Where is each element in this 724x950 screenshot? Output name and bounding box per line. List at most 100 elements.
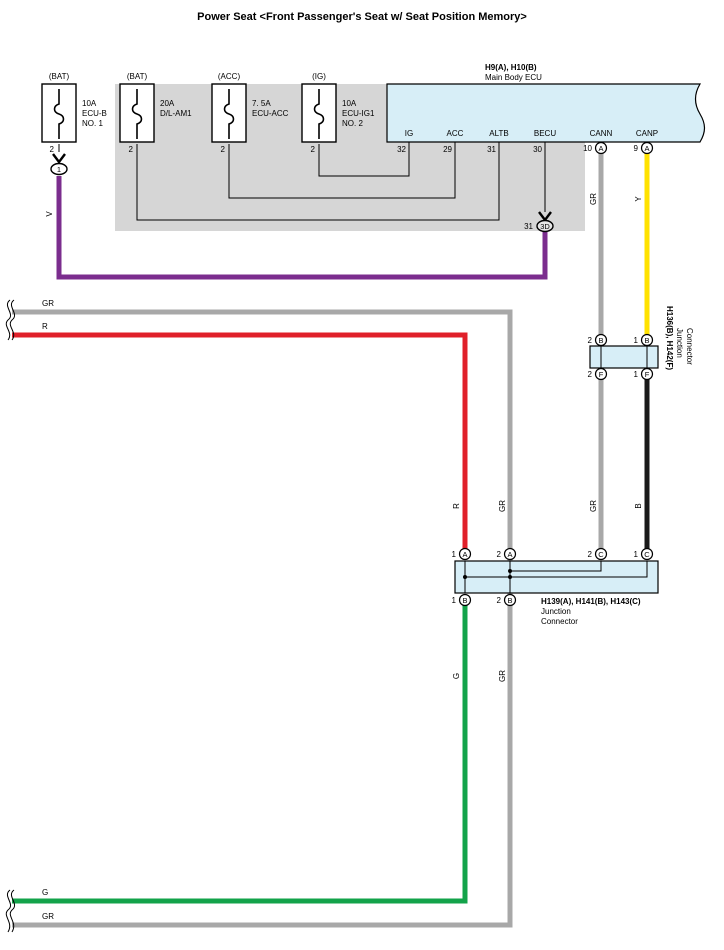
fuse-name-2: NO. 2 <box>342 119 363 128</box>
conn-letter: B <box>507 596 512 605</box>
conn-letter: B <box>462 596 467 605</box>
pin-number: 2 <box>588 370 593 379</box>
ecu-internal-wires <box>58 142 546 221</box>
ecu-pin-becu: 30 <box>533 145 542 154</box>
conn-letter: F <box>599 370 604 379</box>
wire-label-y-canp: Y <box>634 196 643 202</box>
diagram-title: Power Seat <Front Passenger's Seat w/ Se… <box>197 11 527 23</box>
conn-letter: B <box>644 336 649 345</box>
pin-number: 2 <box>497 596 502 605</box>
fuse-source: (BAT) <box>49 72 70 81</box>
wire-gr-top <box>12 309 513 928</box>
conn-letter: A <box>644 144 649 153</box>
fuse-name: D/L-AM1 <box>160 109 192 118</box>
fuse-source: (IG) <box>312 72 326 81</box>
fuse-pin: 2 <box>311 145 316 154</box>
junction-name: Junction <box>675 328 684 358</box>
fuse-rating: 10A <box>82 99 97 108</box>
wire-altb <box>136 142 500 221</box>
fuse-rating: 10A <box>342 99 357 108</box>
wire-label-gr-mid1: GR <box>498 500 507 512</box>
wire-acc <box>228 142 456 199</box>
pin-number: 1 <box>452 550 457 559</box>
pin-number: 2 <box>497 550 502 559</box>
fuse-pin: 2 <box>50 145 55 154</box>
splice-pin: 31 <box>524 222 533 231</box>
ecu-terminal-altb: ALTB <box>489 129 508 138</box>
fuse-source: (BAT) <box>127 72 148 81</box>
fuse-source: (ACC) <box>218 72 241 81</box>
wire-color-labels: V GR R GR Y R GR GR B G GR G GR <box>42 193 643 921</box>
wire-label-gr-mid2: GR <box>589 500 598 512</box>
junction-name-2: Connector <box>685 328 694 365</box>
ecu-terminal-canp: CANP <box>636 129 658 138</box>
ecu-can-connectors: A A <box>594 141 654 155</box>
wire-label-gr-cann: GR <box>589 193 598 205</box>
fuse-pin: 2 <box>221 145 226 154</box>
fuse-icon <box>131 89 143 139</box>
fuse-rating: 7. 5A <box>252 99 271 108</box>
fuse-name: ECU-ACC <box>252 109 289 118</box>
ecu-pin-canp: 9 <box>634 144 639 153</box>
ecu-terminal-cann: CANN <box>590 129 613 138</box>
conn-letter: F <box>645 370 650 379</box>
pin-number: 1 <box>452 596 457 605</box>
conn-letter: B <box>598 336 603 345</box>
pin-number: 2 <box>588 550 593 559</box>
splice-label: 1 <box>57 165 61 174</box>
connector-arrow-icon <box>52 153 66 164</box>
pin-number: 1 <box>634 370 639 379</box>
wire-ig <box>318 142 410 177</box>
wire-break-marks <box>5 299 16 933</box>
wire-label-b-mid: B <box>634 503 643 508</box>
ecu-pin-acc: 29 <box>443 145 452 154</box>
pin-number: 1 <box>634 550 639 559</box>
fuse-icon <box>313 89 325 139</box>
wire-r-top <box>12 332 468 554</box>
junction-name-2: Connector <box>541 617 578 626</box>
main-body-ecu: H9(A), H10(B) Main Body ECU IG ACC ALTB … <box>386 63 706 154</box>
ecu-terminal-ig: IG <box>405 129 413 138</box>
wire-label-gr-low: GR <box>498 670 507 682</box>
ecu-name: Main Body ECU <box>485 73 542 82</box>
fuse-d-l-am1: (BAT) 20A D/L-AM1 2 <box>119 72 192 154</box>
conn-letter: C <box>598 550 604 559</box>
ecu-pin-altb: 31 <box>487 145 496 154</box>
junction-name: Junction <box>541 607 571 616</box>
junction-connector-upper: B B F F 2 1 2 1 H136(B), H142(F) Junctio… <box>588 306 694 381</box>
splice-3d: 3D 31 <box>524 211 554 233</box>
fuse-icon <box>53 89 65 139</box>
wire-label-v: V <box>45 211 54 217</box>
wire-label-g-low: G <box>452 673 461 679</box>
wire-label-r-mid: R <box>452 503 461 509</box>
fuse-ecu-ig1-no2: (IG) 10A ECU-IG1 NO. 2 2 <box>301 72 375 154</box>
fuse-ecu-b-no1: (BAT) 10A ECU-B NO. 1 2 <box>41 72 107 154</box>
splice-1: 1 <box>50 153 68 176</box>
fuse-name: ECU-IG1 <box>342 109 375 118</box>
wire-label-gr-bottom: GR <box>42 912 54 921</box>
wire-v <box>56 176 548 280</box>
junction-connector-lower: A A C C B B 1 2 2 1 1 2 H139(A), H141(B)… <box>452 547 659 626</box>
ecu-terminal-acc: ACC <box>447 129 464 138</box>
harness-wires <box>12 152 650 928</box>
wire-label-gr-top: GR <box>42 299 54 308</box>
junction-code: H139(A), H141(B), H143(C) <box>541 597 641 606</box>
conn-letter: A <box>507 550 512 559</box>
ecu-code: H9(A), H10(B) <box>485 63 537 72</box>
fuse-pin: 2 <box>129 145 134 154</box>
splice-label: 3D <box>540 222 550 231</box>
wire-label-r-top: R <box>42 322 48 331</box>
fuse-icon <box>223 89 235 139</box>
fuse-ecu-acc: (ACC) 7. 5A ECU-ACC 2 <box>211 72 289 154</box>
pin-number: 1 <box>634 336 639 345</box>
fuse-name: ECU-B <box>82 109 107 118</box>
fuse-rating: 20A <box>160 99 175 108</box>
conn-letter: C <box>644 550 650 559</box>
ecu-pin-cann: 10 <box>583 144 592 153</box>
conn-letter: A <box>598 144 603 153</box>
ecu-pin-ig: 32 <box>397 145 406 154</box>
wire-label-g-bottom: G <box>42 888 48 897</box>
wire-g-low <box>12 600 468 904</box>
ecu-terminal-becu: BECU <box>534 129 556 138</box>
